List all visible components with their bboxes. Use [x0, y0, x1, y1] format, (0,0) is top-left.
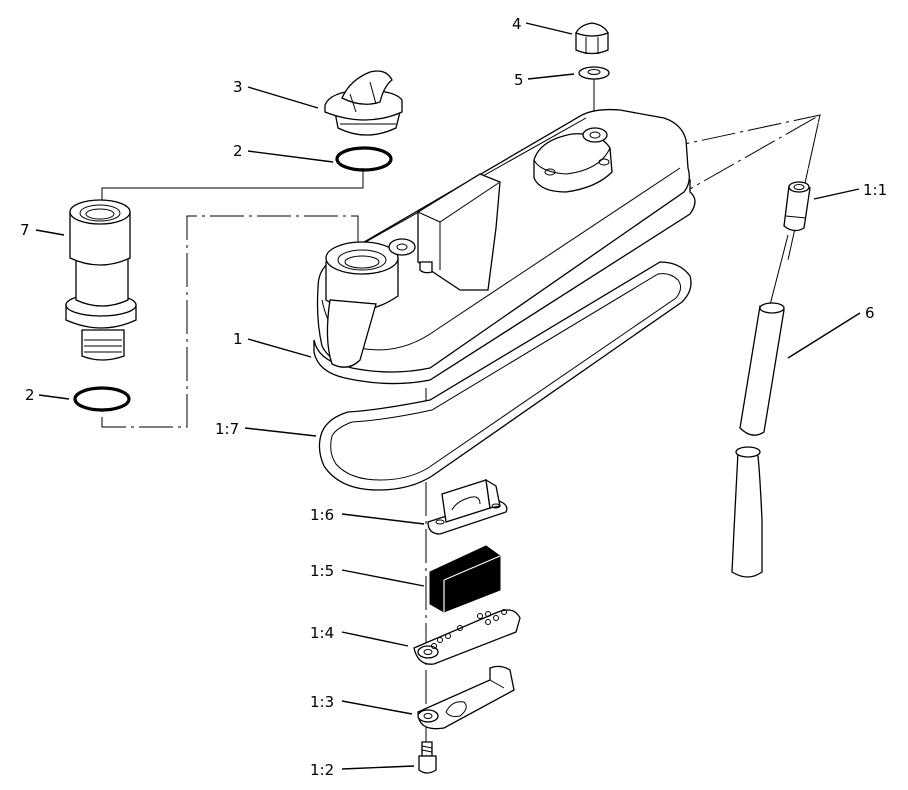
breather-hose-part-6 [731, 302, 785, 578]
label-part-1-5: 1:5 [310, 562, 334, 580]
filter-block-part-1-5 [429, 545, 501, 613]
screw-part-1-2 [418, 741, 437, 774]
label-part-7: 7 [20, 221, 30, 239]
label-part-3: 3 [233, 78, 243, 96]
valve-cover-part-1 [313, 108, 696, 385]
cap-nut-part-4 [575, 22, 609, 55]
filler-neck-part-7 [65, 199, 137, 361]
label-part-1-3: 1:3 [310, 693, 334, 711]
washer-part-5 [578, 66, 610, 80]
label-part-4: 4 [512, 15, 522, 33]
part-labels: 4 5 3 2 7 1 2 1:7 1:1 6 1:6 1:5 1:4 1:3 … [20, 15, 887, 779]
label-part-1-7: 1:7 [215, 420, 239, 438]
reed-plate-part-1-4 [413, 609, 521, 665]
gasket-part-1-7 [318, 261, 692, 491]
label-part-2-lower: 2 [25, 386, 35, 404]
label-part-1: 1 [233, 330, 243, 348]
label-part-1-6: 1:6 [310, 506, 334, 524]
leader-lines [35, 22, 861, 770]
label-part-1-1: 1:1 [863, 181, 887, 199]
retainer-plate-part-1-3 [417, 665, 515, 730]
filler-cap-part-3 [324, 70, 403, 136]
o-ring-part-2-upper [335, 146, 393, 172]
o-ring-part-2-lower [73, 386, 131, 412]
sleeve-part-1-1 [783, 181, 811, 232]
label-part-1-4: 1:4 [310, 624, 334, 642]
label-part-6: 6 [865, 304, 875, 322]
label-part-1-2: 1:2 [310, 761, 334, 779]
label-part-5: 5 [514, 71, 524, 89]
label-part-2-upper: 2 [233, 142, 243, 160]
reed-housing-part-1-6 [427, 478, 508, 535]
